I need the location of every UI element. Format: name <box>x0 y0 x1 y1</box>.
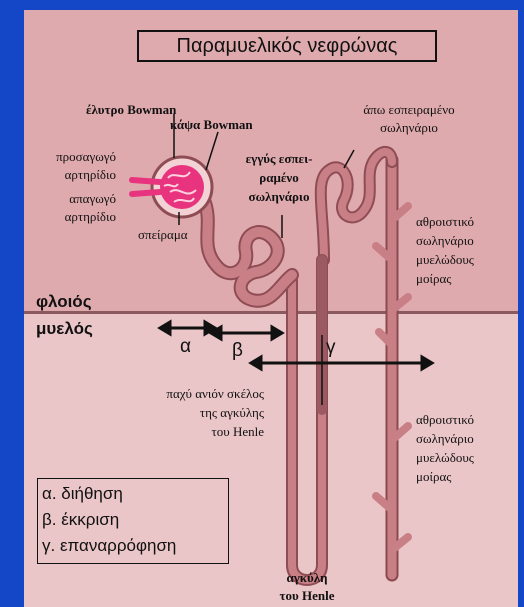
collecting-cortex-label-3: μυελώδους <box>416 252 474 267</box>
bowman-capsule <box>132 157 212 217</box>
gamma-arrow-label: γ <box>326 337 336 359</box>
proximal-tubule <box>204 200 292 301</box>
beta-arrow-label: β <box>232 340 243 362</box>
collecting-medulla-label-4: μοίρας <box>416 469 451 484</box>
collecting-medulla-label-1: αθροιστικό <box>416 412 474 427</box>
page-title: Παραμυελικός νεφρώνας <box>137 30 437 62</box>
collecting-cortex-label-4: μοίρας <box>416 271 451 286</box>
distal-label-2: σωληνάριο <box>334 120 484 135</box>
proximal-label-3: σωληνάριο <box>224 189 334 204</box>
loop-of-henle <box>292 260 322 580</box>
distal-label-1: άπω εσπειραμένο <box>334 102 484 117</box>
collecting-medulla-label-3: μυελώδους <box>416 450 474 465</box>
efferent-label-1: απαγωγό <box>36 191 116 206</box>
proximal-label-2: ραμένο <box>224 170 334 185</box>
efferent-label-2: αρτηρίδιο <box>36 209 116 224</box>
legend-item-secretion: β. έκκριση <box>42 507 224 533</box>
loop-label-2: του Henle <box>262 588 352 603</box>
alpha-arrow-label: α <box>180 336 191 358</box>
legend-item-reabsorption: γ. επαναρρόφηση <box>42 533 224 559</box>
bowman-sheath-label: έλυτρο Bowman <box>86 102 176 117</box>
afferent-label-1: προσαγωγό <box>36 149 116 164</box>
thick-ascending-label-2: της αγκύλης <box>124 405 264 420</box>
medulla-label: μυελός <box>36 319 93 339</box>
legend-item-filtration: α. διήθηση <box>42 481 224 507</box>
collecting-medulla-label-2: σωληνάριο <box>416 431 474 446</box>
cortex-label: φλοιός <box>36 292 92 312</box>
legend-box: α. διήθηση β. έκκριση γ. επαναρρόφηση <box>37 478 229 564</box>
collecting-cortex-label-2: σωληνάριο <box>416 233 474 248</box>
thick-ascending-label-1: παχύ ανιόν σκέλος <box>124 386 264 401</box>
afferent-label-2: αρτηρίδιο <box>36 167 116 182</box>
distal-tubule <box>321 152 392 260</box>
proximal-label-1: εγγύς εσπει- <box>224 151 334 166</box>
loop-label-1: αγκύλη <box>262 570 352 585</box>
thick-ascending-label-3: του Henle <box>124 424 264 439</box>
collecting-duct <box>376 160 408 575</box>
bowman-capsule-label: κάψα Bowman <box>170 117 253 132</box>
glomerulus-label: σπείραμα <box>138 227 188 242</box>
diagram-panel: Παραμυελικός νεφρώνας φλοιός μυελός έλυτ… <box>24 10 518 607</box>
collecting-cortex-label-1: αθροιστικό <box>416 214 474 229</box>
